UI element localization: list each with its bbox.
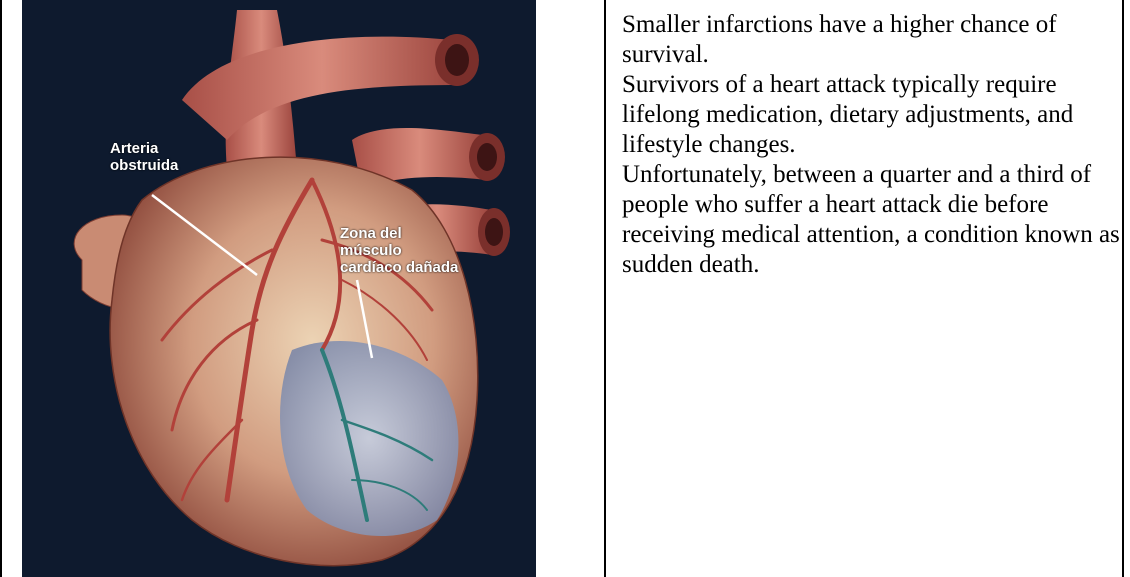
table-cell-text: Smaller infarctions have a higher chance… [606, 0, 1124, 577]
table-cell-image: Arteria obstruida Zona del músculo cardí… [0, 0, 606, 577]
aortic-arch [182, 37, 462, 140]
body-text: Smaller infarctions have a higher chance… [622, 10, 1122, 280]
paragraph-1: Smaller infarctions have a higher chance… [622, 10, 1122, 70]
heart-drawing [22, 0, 536, 577]
label-blocked-artery: Arteria obstruida [110, 140, 178, 174]
paragraph-3: Unfortunately, between a quarter and a t… [622, 160, 1122, 280]
paragraph-2: Survivors of a heart attack typically re… [622, 70, 1122, 160]
label-damaged-zone: Zona del músculo cardíaco dañada [340, 225, 458, 276]
heart-illustration: Arteria obstruida Zona del músculo cardí… [22, 0, 536, 577]
